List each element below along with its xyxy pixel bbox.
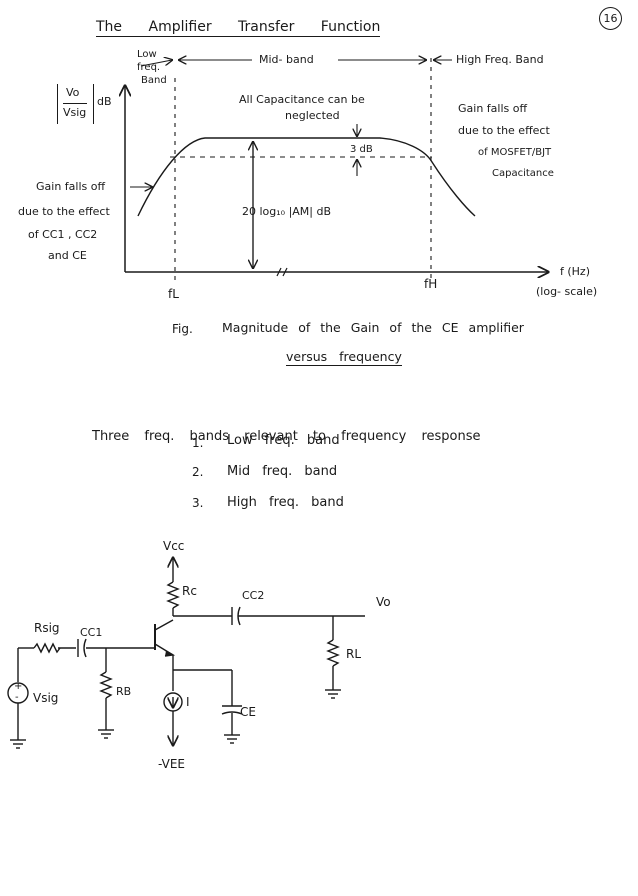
left-note-3: of CC1 , CC2 — [28, 228, 98, 241]
page-title: The Amplifier Transfer Function — [96, 19, 381, 38]
band-low-label-3: Band — [141, 75, 167, 86]
rc-label: Rc — [182, 584, 197, 598]
rl-label: RL — [346, 647, 362, 661]
current-source-label: I — [186, 695, 190, 709]
fl-label: fL — [168, 287, 179, 301]
rb-label: RB — [116, 685, 132, 698]
band-item-3-text: High freq. band — [227, 495, 344, 510]
title-word-4: Function — [320, 19, 381, 35]
3db-label: 3 dB — [350, 144, 373, 155]
frequency-response-diagram — [0, 0, 638, 282]
rl-resistor — [326, 639, 340, 667]
mid-band-note-2: neglected — [285, 109, 340, 122]
title-word-3: Transfer — [238, 19, 295, 35]
vo-label: Vo — [376, 595, 391, 609]
y-axis-label: Vo Vsig dB — [57, 84, 117, 128]
rsig-resistor — [33, 642, 61, 654]
band-item-2-number: 2. — [192, 465, 204, 479]
rc-resistor — [166, 581, 180, 609]
figure-caption-line-2: versus frequency — [286, 349, 402, 366]
vee-label: -VEE — [158, 757, 185, 771]
rb-resistor — [99, 671, 113, 699]
band-item-1-text: Low freq. band — [227, 433, 340, 448]
cc2-label: CC2 — [242, 589, 265, 602]
left-note-4: and CE — [48, 249, 87, 262]
gain-response-curve — [137, 137, 476, 217]
rsig-label: Rsig — [34, 621, 60, 635]
band-item-2-text: Mid freq. band — [227, 464, 338, 479]
figure-caption-line-1: Magnitude of the Gain of the CE amplifie… — [222, 320, 524, 335]
bands-intro: Three freq. bands relevant to frequency … — [92, 429, 481, 444]
band-mid-label: Mid- band — [259, 53, 314, 66]
band-item-1-number: 1. — [192, 436, 204, 450]
x-axis-label: f (Hz) — [560, 265, 590, 278]
y-axis-unit: dB — [97, 95, 112, 108]
midband-gain-label: 20 log₁₀ |AM| dB — [242, 205, 332, 218]
page-number: 16 — [603, 12, 618, 25]
left-note-1: Gain falls off — [36, 180, 106, 193]
ce-label: CE — [240, 705, 256, 719]
band-low-label-2: freq. — [137, 62, 161, 73]
fh-label: fH — [424, 277, 438, 291]
band-item-3-number: 3. — [192, 496, 204, 510]
right-note-3: of MOSFET/BJT — [478, 147, 552, 158]
vsig-label: Vsig — [33, 691, 59, 705]
svg-text:-: - — [15, 692, 19, 703]
page-number-badge: 16 — [599, 7, 622, 30]
band-low-label-1: Low — [137, 49, 157, 60]
figure-caption-prefix: Fig. — [172, 322, 193, 336]
title-word-1: The — [96, 19, 123, 35]
cc1-label: CC1 — [80, 626, 103, 639]
y-axis-label-denominator: Vsig — [63, 106, 87, 119]
ce-amplifier-circuit: + - — [7, 530, 365, 749]
right-note-1: Gain falls off — [458, 102, 528, 115]
mid-band-note-1: All Capacitance can be — [239, 93, 365, 106]
vcc-label: Vcc — [163, 539, 185, 553]
right-note-4: Capacitance — [492, 168, 554, 179]
svg-text:+: + — [14, 681, 22, 692]
band-high-label: High Freq. Band — [456, 53, 544, 66]
y-axis-label-numerator: Vo — [66, 86, 80, 99]
left-note-2: due to the effect — [18, 205, 110, 218]
title-word-2: Amplifier — [148, 19, 212, 35]
x-axis-scale: (log- scale) — [536, 285, 598, 298]
right-note-2: due to the effect — [458, 124, 550, 137]
